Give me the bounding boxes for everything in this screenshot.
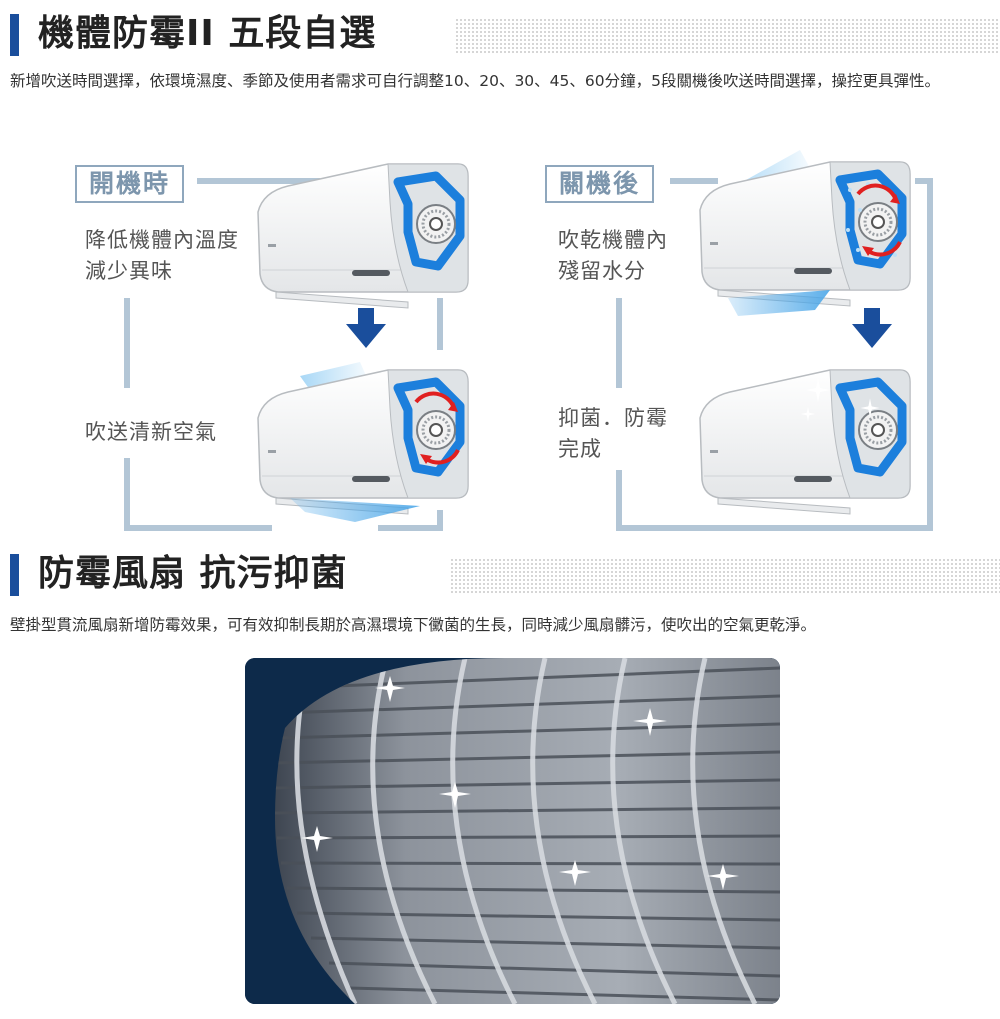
ac-unit-right-bottom [700,370,910,514]
outflow-airflow-left [290,498,420,522]
note-antibacterial: 抑菌．防霉 完成 [558,406,668,461]
note-power-on-effect: 降低機體內溫度 減少異味 [85,228,239,283]
note-fresh-air: 吹送清新空氣 [85,420,217,444]
dotted-divider [455,18,1000,54]
intake-airflow [300,362,368,390]
note-power-off-effect: 吹乾機體內 殘留水分 [558,228,668,283]
header-accent-bar [10,554,19,596]
cross-flow-fan-image [245,658,780,1004]
rotation-arrow-icon [414,391,456,409]
down-arrow-icon [852,308,892,348]
fan-illustration [245,658,780,1004]
operation-flow-diagram: 開機時 降低機體內溫度 減少異味 吹送清新空氣 關機後 吹乾機體內 殘留水分 抑… [0,150,1000,540]
section-description: 壁掛型貫流風扇新增防霉效果，可有效抑制長期於高濕環境下黴菌的生長，同時減少風扇髒… [10,616,817,634]
sparkle-icon [301,676,739,890]
down-arrow-icon [346,308,386,348]
header-accent-bar [10,14,19,56]
flow-diagram-graphic [124,150,933,531]
section-title: 機體防霉II 五段自選 [38,13,377,54]
dotted-divider [450,558,1000,594]
left-flow-lines [124,178,443,531]
section-title: 防霉風扇 抗污抑菌 [38,553,348,594]
ac-unit-right-top [700,162,910,306]
section-header-mold-prevention: 機體防霉II 五段自選 [10,10,1000,58]
ac-unit-left-top [258,164,468,308]
section-description: 新增吹送時間選擇，依環境濕度、季節及使用者需求可自行調整10、20、30、45、… [10,72,940,90]
tag-power-on: 開機時 [75,165,185,203]
tag-power-off: 關機後 [545,165,655,203]
ac-unit-left-bottom [258,370,468,514]
section-header-mold-fan: 防霉風扇 抗污抑菌 [10,550,1000,598]
outflow-airflow-right [728,290,830,316]
right-flow-lines [616,178,933,531]
